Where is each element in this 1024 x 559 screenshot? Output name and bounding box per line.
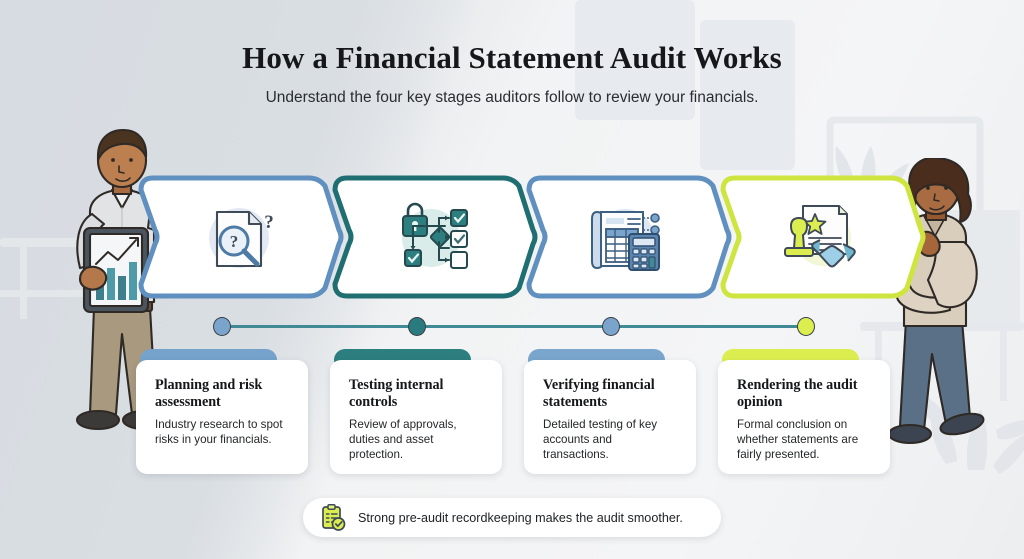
connector-dot-4[interactable] xyxy=(797,317,815,336)
stage-chevron-3[interactable] xyxy=(521,172,733,302)
page-subtitle: Understand the four key stages auditors … xyxy=(265,89,759,106)
presenter-man-illustration xyxy=(50,128,215,450)
stage-card-2-title: Testing internal controls xyxy=(349,377,444,411)
lock-flowchart-checklist-icon xyxy=(327,196,539,278)
connector-dot-3[interactable] xyxy=(602,317,620,336)
stage-card-4-description: Formal conclusion on whether statements … xyxy=(737,418,859,462)
stage-card-4-body: Rendering the audit opinion Formal concl… xyxy=(718,360,890,474)
certificate-stamp-handshake-icon xyxy=(715,196,927,278)
svg-text:?: ? xyxy=(264,212,274,233)
stage-cards-row: Planning and risk assessment Industry re… xyxy=(0,349,1024,477)
thinking-woman-illustration xyxy=(876,158,1024,463)
stage-card-3[interactable]: Verifying financial statements Detailed … xyxy=(524,349,696,474)
spreadsheet-calculator-icon xyxy=(521,196,733,278)
stage-chevron-2[interactable] xyxy=(327,172,539,302)
footer-tip-pill: Strong pre-audit recordkeeping makes the… xyxy=(303,498,721,537)
connector-dot-1[interactable] xyxy=(213,317,231,336)
stage-card-3-body: Verifying financial statements Detailed … xyxy=(524,360,696,474)
stage-chevron-row: ? ? xyxy=(0,172,1024,302)
footer-tip-text: Strong pre-audit recordkeeping makes the… xyxy=(358,510,683,525)
stage-card-4[interactable]: Rendering the audit opinion Formal concl… xyxy=(718,349,890,474)
stage-card-3-title: Verifying financial statements xyxy=(543,377,655,411)
stage-card-1[interactable]: Planning and risk assessment Industry re… xyxy=(136,349,308,474)
connector-dot-2[interactable] xyxy=(408,317,426,336)
stage-chevron-4[interactable] xyxy=(715,172,927,302)
svg-text:?: ? xyxy=(230,232,239,251)
clipboard-check-icon xyxy=(320,503,347,532)
stage-card-1-title: Planning and risk assessment xyxy=(155,377,263,411)
stage-card-4-title: Rendering the audit opinion xyxy=(737,377,858,411)
page-title: How a Financial Statement Audit Works xyxy=(242,40,782,75)
connector-line xyxy=(222,325,806,328)
stage-card-2[interactable]: Testing internal controls Review of appr… xyxy=(330,349,502,474)
stage-card-1-description: Industry research to spot risks in your … xyxy=(155,418,283,447)
stage-card-2-body: Testing internal controls Review of appr… xyxy=(330,360,502,474)
header: How a Financial Statement Audit Works Un… xyxy=(0,40,1024,107)
stage-connector-timeline xyxy=(0,310,1024,342)
stage-card-2-description: Review of approvals, duties and asset pr… xyxy=(349,418,457,462)
stage-card-3-description: Detailed testing of key accounts and tra… xyxy=(543,418,658,462)
stage-chevron-1[interactable]: ? ? xyxy=(133,172,345,302)
document-magnifier-question-icon: ? ? xyxy=(133,196,345,278)
stage-card-1-body: Planning and risk assessment Industry re… xyxy=(136,360,308,474)
